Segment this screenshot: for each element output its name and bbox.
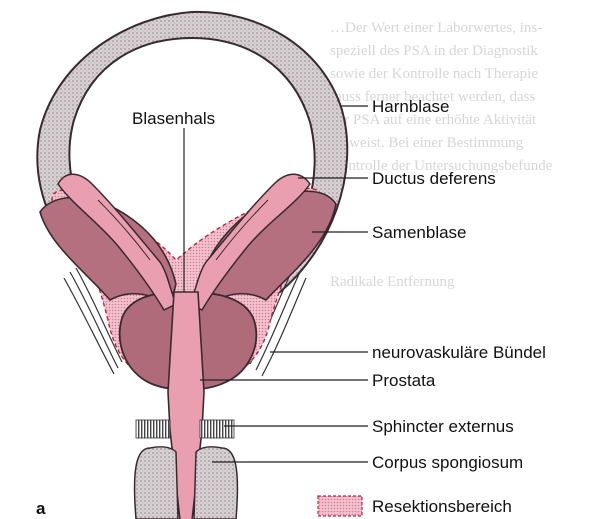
svg-text:speziell des PSA in der Diagno: speziell des PSA in der Diagnostik: [330, 43, 538, 59]
svg-text:…Der Wert einer Laborwertes, i: …Der Wert einer Laborwertes, ins-: [330, 20, 542, 36]
background-page-text: …Der Wert einer Laborwertes, ins- spezie…: [330, 20, 553, 290]
legend-label: Resektionsbereich: [372, 497, 512, 516]
label-neurovaskulaere-buendel: neurovaskuläre Bündel: [372, 343, 546, 362]
label-blasenhals: Blasenhals: [132, 109, 215, 128]
legend: Resektionsbereich: [318, 496, 512, 516]
label-sphincter-externus: Sphincter externus: [372, 417, 514, 436]
panel-letter: a: [36, 499, 46, 518]
svg-text:sowie der Kontrolle nach Thera: sowie der Kontrolle nach Therapie: [330, 66, 538, 82]
svg-text:hinweist. Bei einer Bestimmung: hinweist. Bei einer Bestimmung: [330, 135, 524, 151]
svg-text:Radikale Entfernung: Radikale Entfernung: [330, 274, 455, 290]
label-harnblase: Harnblase: [372, 97, 450, 116]
label-samenblase: Samenblase: [372, 223, 467, 242]
label-prostata: Prostata: [372, 371, 436, 390]
legend-swatch: [318, 496, 362, 516]
label-ductus-deferens: Ductus deferens: [372, 169, 496, 188]
label-corpus-spongiosum: Corpus spongiosum: [372, 453, 523, 472]
